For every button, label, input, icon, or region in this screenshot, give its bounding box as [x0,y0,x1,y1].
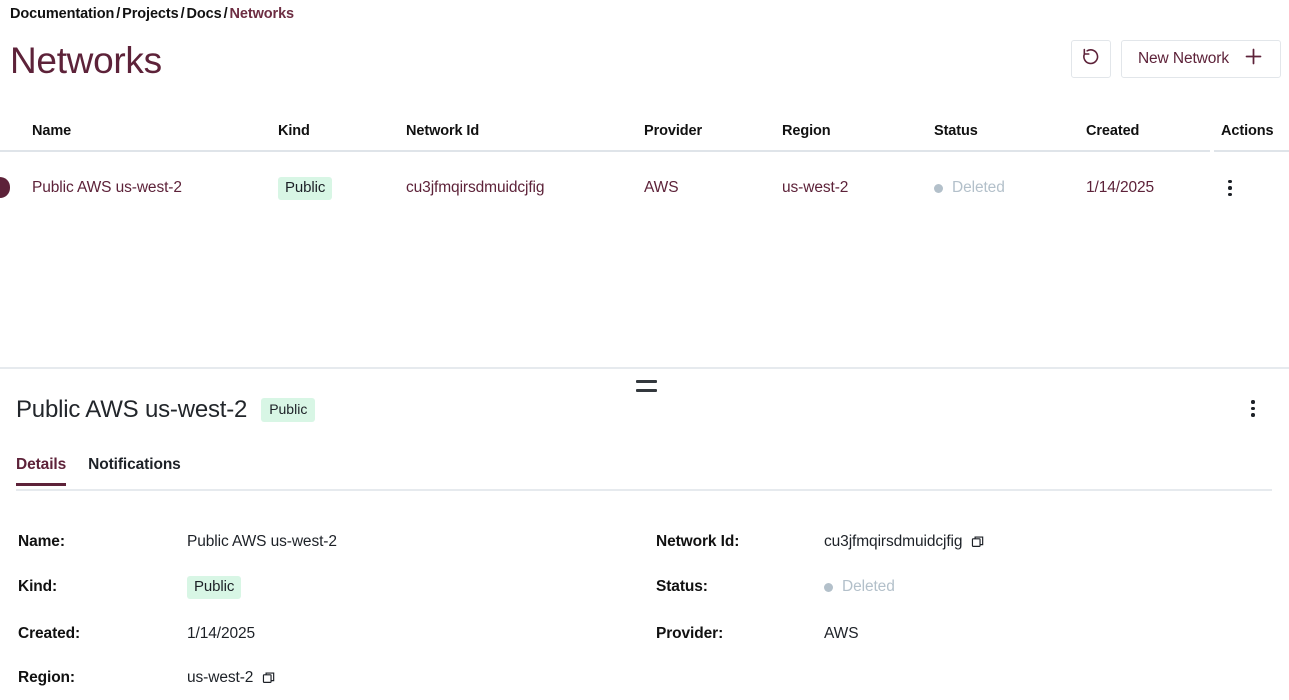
status-dot-icon [934,183,943,193]
breadcrumb-separator: / [116,6,121,22]
field-name-label: Name: [18,533,65,550]
field-name-value: Public AWS us-west-2 [187,533,337,551]
field-region-value: us-west-2 [187,669,276,687]
field-network-id-text: cu3jfmqirsdmuidcjfig [824,533,963,550]
refresh-button[interactable] [1070,40,1111,78]
cell-status: Deleted [934,179,1084,197]
field-created: Created: 1/14/2025 [0,622,1289,646]
field-network-id-value: cu3jfmqirsdmuidcjfig [824,533,985,551]
field-kind: Kind: Public [0,575,1289,599]
field-created-value: 1/14/2025 [187,625,255,643]
column-header-kind[interactable]: Kind [278,123,310,139]
table-header-divider-actions [1214,150,1289,152]
cell-provider: AWS [644,179,679,196]
kebab-menu-icon[interactable] [1221,179,1239,197]
status-badge: Deleted [934,179,1084,197]
header-actions: New Network [1070,40,1281,78]
column-header-region[interactable]: Region [782,123,831,139]
cell-region: us-west-2 [782,179,849,196]
field-provider-label: Provider: [656,625,724,642]
panel-divider [0,367,1289,369]
table-row[interactable]: Public AWS us-west-2 Public cu3jfmqirsdm… [0,166,1289,210]
table-header-divider [0,150,1210,152]
field-status-label: Status: [656,578,708,595]
row-selected-indicator [0,177,10,198]
breadcrumb: Documentation/Projects/Docs/Networks [10,6,294,22]
breadcrumb-separator: / [223,6,228,22]
status-badge: Deleted [824,578,895,596]
breadcrumb-item-networks[interactable]: Networks [229,6,295,22]
page-title: Networks [10,40,162,81]
tab-details[interactable]: Details [16,456,67,486]
column-header-name[interactable]: Name [32,123,72,139]
kind-badge: Public [187,575,242,599]
column-header-provider[interactable]: Provider [644,123,703,139]
detail-kind-badge: Public [261,398,316,422]
field-provider-text: AWS [824,625,859,642]
field-created-label: Created: [18,625,81,642]
cell-kind: Public [278,176,406,200]
field-status: Status: Deleted [0,575,1289,599]
column-header-created[interactable]: Created [1086,123,1140,139]
column-header-status[interactable]: Status [934,123,978,139]
kind-badge: Public [278,176,333,200]
kebab-menu-icon[interactable] [1244,400,1262,417]
status-label: Deleted [952,179,1005,196]
field-network-id-label: Network Id: [656,533,740,550]
tab-notifications[interactable]: Notifications [88,456,181,473]
plus-icon [1243,46,1264,72]
field-kind-value: Public [187,575,242,599]
field-provider-value: AWS [824,625,859,643]
status-label: Deleted [842,578,895,595]
breadcrumb-separator: / [180,6,185,22]
field-region: Region: us-west-2 [0,666,1289,690]
refresh-icon [1081,47,1101,72]
tabs-divider [16,489,1272,491]
new-network-button[interactable]: New Network [1120,40,1281,78]
drag-handle-icon[interactable] [636,380,657,392]
detail-actions-menu[interactable] [1244,400,1262,417]
detail-header: Public AWS us-west-2 Public [16,396,316,424]
field-region-text: us-west-2 [187,669,254,686]
breadcrumb-item-docs[interactable]: Docs [186,6,222,22]
cell-actions [1221,179,1289,197]
field-kind-label: Kind: [18,578,58,595]
field-network-id: Network Id: cu3jfmqirsdmuidcjfig [0,530,1289,554]
cell-network-id: cu3jfmqirsdmuidcjfig [406,179,545,196]
field-created-text: 1/14/2025 [187,625,256,642]
networks-table: Name Kind Network Id Provider Region Sta… [0,112,1289,150]
status-dot-icon [824,582,833,592]
column-header-actions: Actions [1221,123,1274,139]
cell-created: 1/14/2025 [1086,179,1155,196]
cell-name: Public AWS us-west-2 [32,179,182,196]
column-header-network-id[interactable]: Network Id [406,123,480,139]
field-name-text: Public AWS us-west-2 [187,533,337,550]
new-network-label: New Network [1137,50,1229,67]
field-name: Name: Public AWS us-west-2 [0,530,1289,554]
table-header-row: Name Kind Network Id Provider Region Sta… [0,112,1289,150]
field-provider: Provider: AWS [0,622,1289,646]
field-region-label: Region: [18,669,75,686]
detail-title: Public AWS us-west-2 [16,396,248,423]
breadcrumb-item-projects[interactable]: Projects [122,6,179,22]
detail-tabs: Details Notifications [16,456,181,486]
field-status-value: Deleted [824,578,895,596]
copy-icon[interactable] [971,535,985,549]
breadcrumb-item-documentation[interactable]: Documentation [10,6,115,22]
copy-icon[interactable] [262,671,276,685]
